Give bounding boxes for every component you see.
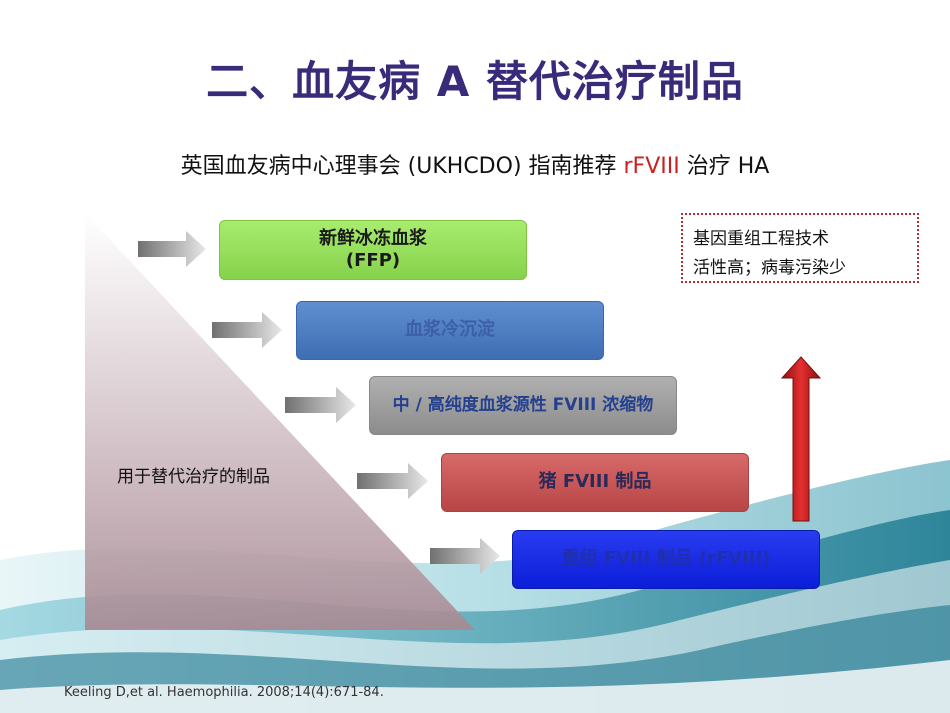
product-box-ffp: 新鲜冰冻血浆 (FFP): [219, 220, 527, 280]
arrow-icon: [357, 463, 428, 499]
subtitle-prefix: 英国血友病中心理事会 (UKHCDO) 指南推荐: [180, 154, 624, 179]
triangle-label: 用于替代治疗的制品: [117, 467, 270, 487]
note-line1: 基因重组工程技术: [693, 229, 829, 249]
note-line2: 活性高；病毒污染少: [693, 258, 846, 278]
arrow-icon: [212, 312, 282, 348]
up-arrow-icon: [780, 356, 822, 522]
subtitle: 英国血友病中心理事会 (UKHCDO) 指南推荐 rFVIII 治疗 HA: [0, 148, 950, 180]
page-title: 二、血友病 A 替代治疗制品: [206, 57, 744, 106]
box-label-line2: (FFP): [345, 250, 401, 271]
box-label: 中 / 高纯度血浆源性 FVIII 浓缩物: [392, 394, 654, 415]
arrow-icon: [430, 538, 500, 574]
arrow-icon: [138, 231, 206, 267]
subtitle-highlight: rFVIII: [623, 154, 680, 179]
subtitle-suffix: 治疗 HA: [679, 154, 770, 179]
citation: Keeling D,et al. Haemophilia. 2008;14(4)…: [64, 685, 384, 700]
product-box-rfviii: 重组 FVIII 制品 (rFVIII): [512, 530, 820, 589]
product-box-cryoprecipitate: 血浆冷沉淀: [296, 301, 604, 360]
box-label: 重组 FVIII 制品 (rFVIII): [561, 548, 771, 570]
box-label: 血浆冷沉淀: [405, 319, 495, 341]
note-box: 基因重组工程技术 活性高；病毒污染少: [681, 213, 919, 283]
arrow-icon: [285, 387, 356, 423]
triangle-shape: [85, 213, 475, 630]
box-label-line1: 新鲜冰冻血浆: [319, 227, 427, 249]
product-box-plasma-fviii: 中 / 高纯度血浆源性 FVIII 浓缩物: [369, 376, 677, 435]
box-label: 猪 FVIII 制品: [538, 471, 652, 493]
product-box-porcine-fviii: 猪 FVIII 制品: [441, 453, 749, 512]
